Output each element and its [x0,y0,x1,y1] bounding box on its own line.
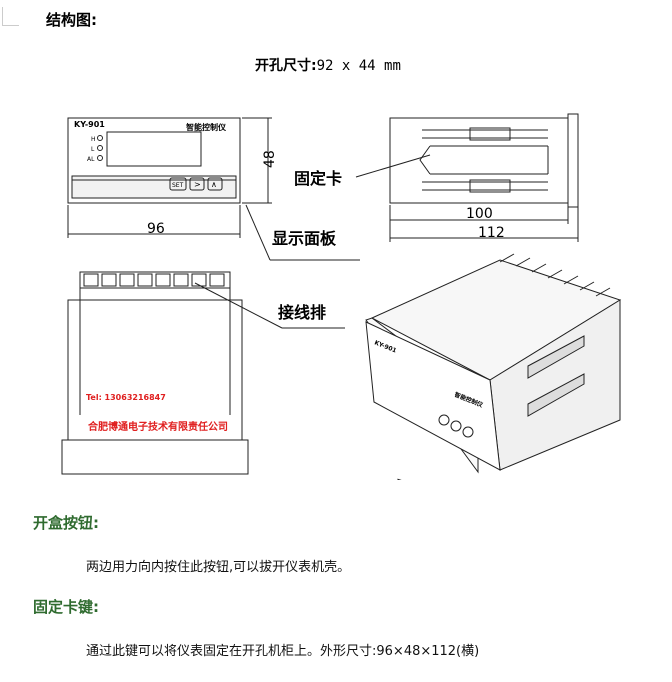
section-title-open-button: 开盒按钮: [33,514,99,532]
shift-key [189,177,205,191]
key-set-label: SET [172,182,184,189]
led-al-icon [97,155,103,161]
section-text-open-button: 两边用力向内按住此按钮,可以拔开仪表机壳。 [86,560,351,575]
callout-terminal-label: 接线排 [278,303,326,322]
dim-depth-outer-value: 112 [478,225,505,241]
terminal-screws [83,273,225,287]
cutout-size-label: 开孔尺寸: [255,58,317,74]
front-brand-label: 智能控制仪 [186,122,227,132]
led-h-label: H [91,136,96,143]
cutout-size: 开孔尺寸:92 x 44 mm [255,55,401,75]
front-view [67,117,272,238]
callout-line-terminal [194,282,283,329]
company-watermark: 合肥博通电子技术有限责任公司 [87,420,228,433]
section-text-fixing-clip: 通过此键可以将仪表固定在开孔机柜上。外形尺寸:96×48×112(横) [86,644,480,659]
side-clip-upper [469,127,511,141]
set-key [169,177,187,191]
dim-height-value: 48 [262,150,278,168]
terminal-block [79,271,231,289]
led-l-label: L [91,146,95,153]
side-view [389,113,579,242]
page-title: 结构图: [46,11,97,29]
side-front-bezel [567,113,579,208]
front-key-strip [71,175,237,199]
dim-depth-inner-value: 100 [466,206,493,222]
callout-line-panel [245,204,271,261]
section-title-fixing-clip: 固定卡键: [33,598,99,616]
corner-mark [2,7,19,26]
key-up-label: ∧ [211,180,217,189]
top-body-outline [67,299,243,441]
led-al-label: AL [87,156,95,163]
side-clip-lower [469,179,511,193]
isometric-view [365,253,622,480]
iso-cooling-fins [499,253,611,297]
led-l-icon [97,145,103,151]
structure-diagram: KY-901 智能控制仪 H L AL SET > ∧ 96 48 100 11… [61,113,622,480]
callout-clip-label: 固定卡 [294,169,342,188]
cutout-size-value: 92 x 44 mm [316,58,401,74]
front-model-label: KY-901 [74,120,105,129]
top-view [61,271,249,475]
front-display-window [106,131,202,167]
dim-width-value: 96 [147,221,165,237]
key-shift-label: > [194,180,201,189]
front-panel-outline [67,117,241,204]
led-h-icon [97,135,103,141]
up-key [207,177,223,191]
callout-panel-label: 显示面板 [272,229,337,248]
top-front-bezel [61,439,249,475]
callout-line-clip [355,154,431,178]
tel-watermark: Tel: 13063216847 [86,393,166,402]
